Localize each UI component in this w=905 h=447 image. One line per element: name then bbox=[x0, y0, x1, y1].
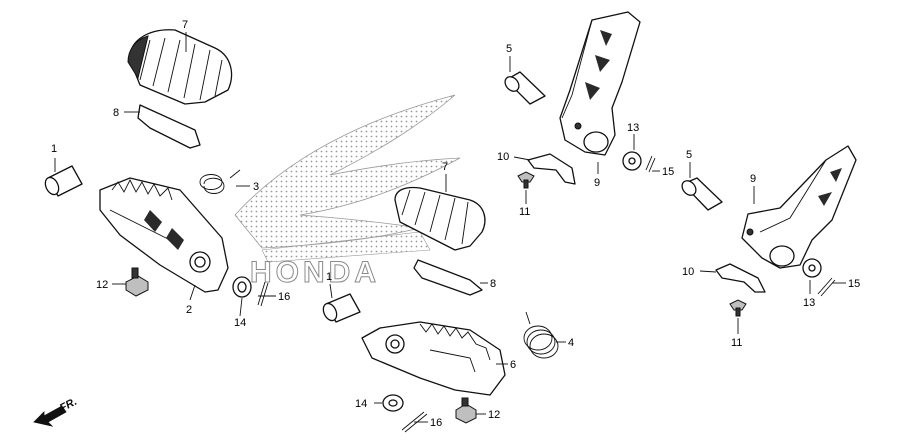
callout-12-left: 12 bbox=[96, 279, 108, 291]
callout-6: 6 bbox=[510, 359, 516, 371]
callout-13-upper-right: 13 bbox=[627, 122, 639, 134]
cotter-pin-lower-right bbox=[817, 277, 836, 297]
callout-16-center: 16 bbox=[430, 417, 442, 429]
watermark-text: HONDA bbox=[250, 256, 380, 289]
washer-lower-right bbox=[802, 258, 822, 278]
callout-9-lower-right: 9 bbox=[750, 173, 756, 185]
cotter-pin-left bbox=[257, 281, 269, 307]
leader-lines bbox=[54, 32, 846, 423]
callout-8-center: 8 bbox=[490, 278, 496, 290]
footpeg-center bbox=[361, 321, 506, 396]
callout-10-upper-right: 10 bbox=[497, 151, 509, 163]
pivot-pin-left bbox=[44, 165, 83, 197]
callout-5-lower-right: 5 bbox=[686, 149, 692, 161]
callout-15-upper-right: 15 bbox=[662, 166, 674, 178]
callout-7-upper-left: 7 bbox=[182, 19, 188, 31]
pad-plate-center bbox=[413, 259, 483, 296]
front-direction-indicator: FR. bbox=[33, 396, 79, 427]
callout-12-center: 12 bbox=[488, 409, 500, 421]
callout-16-left: 16 bbox=[278, 291, 290, 303]
washer-upper-right bbox=[622, 151, 642, 171]
bolt-left bbox=[125, 267, 149, 297]
callout-15-lower-right: 15 bbox=[848, 278, 860, 290]
callout-13-lower-right: 13 bbox=[803, 297, 815, 309]
screw-upper-right bbox=[517, 171, 535, 189]
callout-1-center: 1 bbox=[326, 271, 332, 283]
callout-11-lower-right: 11 bbox=[731, 337, 742, 349]
rubber-pad-upper bbox=[127, 29, 233, 105]
pivot-pin-center bbox=[322, 293, 361, 323]
callout-2: 2 bbox=[186, 304, 192, 316]
callout-4: 4 bbox=[568, 337, 574, 349]
bolt-center bbox=[455, 397, 477, 424]
bracket-lower-right bbox=[741, 145, 857, 269]
footpeg-left bbox=[99, 177, 229, 293]
honda-wing-watermark: HONDA bbox=[234, 94, 461, 290]
callout-9-upper-right: 9 bbox=[594, 177, 600, 189]
washer-center bbox=[382, 394, 404, 412]
callout-14-center: 14 bbox=[355, 398, 367, 410]
callout-8-upper-left: 8 bbox=[113, 107, 119, 119]
callout-10-lower-right: 10 bbox=[682, 266, 694, 278]
callout-14-left: 14 bbox=[234, 317, 246, 329]
callout-7-center: 7 bbox=[442, 161, 448, 173]
cotter-pin-upper-right bbox=[645, 155, 656, 173]
bracket-upper-right bbox=[559, 11, 641, 156]
callout-5-upper-right: 5 bbox=[506, 43, 512, 55]
direction-arrow-icon bbox=[33, 405, 67, 427]
callout-labels: 7 8 1 3 12 2 14 16 7 8 1 4 6 14 12 16 5 … bbox=[51, 19, 860, 429]
cotter-pin-center bbox=[401, 411, 428, 433]
callout-1-left: 1 bbox=[51, 143, 57, 155]
callout-11-upper-right: 11 bbox=[519, 206, 530, 218]
return-spring-left bbox=[199, 169, 241, 194]
return-spring-center bbox=[523, 311, 559, 359]
clip-upper-right bbox=[527, 153, 576, 185]
pivot-pin-upper-right bbox=[504, 71, 546, 105]
washer-left bbox=[232, 276, 252, 298]
rubber-pad-center bbox=[394, 186, 486, 251]
direction-label: FR. bbox=[58, 396, 79, 415]
clip-lower-right bbox=[715, 263, 766, 293]
screw-lower-right bbox=[729, 299, 747, 317]
pivot-pin-lower-right bbox=[681, 177, 723, 211]
callout-3: 3 bbox=[253, 181, 259, 193]
pad-plate-upper bbox=[137, 104, 201, 149]
